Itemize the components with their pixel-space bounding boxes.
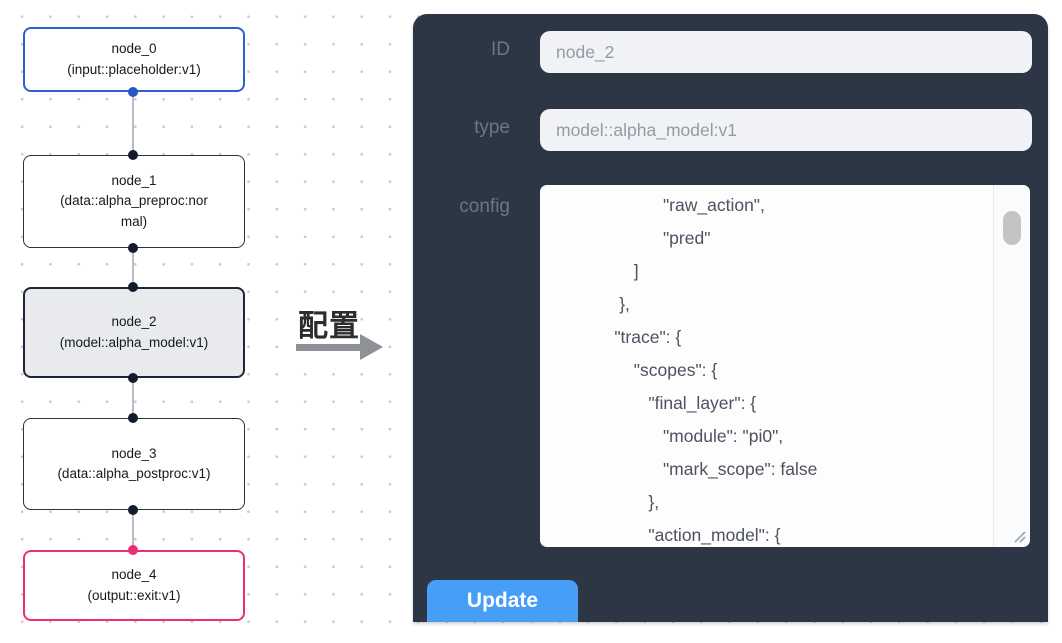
port-handle-node3-in[interactable] (128, 413, 138, 423)
node-label: node_1(data::alpha_preproc:normal) (60, 172, 208, 229)
arrow-right-icon (296, 344, 362, 351)
edge-node1-node2 (132, 248, 134, 288)
node-label: node_0(input::placeholder:v1) (67, 41, 201, 77)
type-input[interactable] (540, 109, 1032, 151)
port-handle-node1-out[interactable] (128, 243, 138, 253)
id-input[interactable] (540, 31, 1032, 73)
flow-node-node_1[interactable]: node_1(data::alpha_preproc:normal) (23, 155, 245, 248)
flow-node-node_4[interactable]: node_4(output::exit:v1) (23, 550, 245, 621)
flow-node-node_2-selected[interactable]: node_2(model::alpha_model:v1) (23, 287, 245, 378)
scrollbar-track[interactable] (993, 185, 1030, 547)
config-field-label: config (459, 196, 510, 217)
config-json-editor[interactable]: "raw_action", "pred" ] }, "trace": { "sc… (540, 185, 1030, 547)
edge-node3-node4 (132, 510, 134, 551)
edge-node0-node1 (132, 92, 134, 156)
port-handle-node2-in[interactable] (128, 282, 138, 292)
type-field-label: type (474, 117, 510, 138)
resize-handle-icon[interactable] (1012, 529, 1027, 544)
node-label: node_2(model::alpha_model:v1) (59, 314, 209, 350)
configure-annotation: 配置 (298, 310, 360, 343)
port-handle-node0-out[interactable] (128, 87, 138, 97)
node-config-panel: ID type config "raw_action", "pred" ] },… (413, 14, 1048, 622)
scrollbar-thumb[interactable] (1003, 211, 1021, 245)
port-handle-node1-in[interactable] (128, 150, 138, 160)
node-label: node_3(data::alpha_postproc:v1) (57, 445, 211, 482)
flow-node-node_3[interactable]: node_3(data::alpha_postproc:v1) (23, 418, 245, 510)
id-field-label: ID (491, 39, 510, 60)
flow-node-node_0[interactable]: node_0(input::placeholder:v1) (23, 27, 245, 92)
config-json-text[interactable]: "raw_action", "pred" ] }, "trace": { "sc… (614, 195, 818, 545)
port-handle-node3-out[interactable] (128, 505, 138, 515)
arrow-head-icon (360, 334, 383, 360)
update-button[interactable]: Update (427, 580, 578, 622)
port-handle-node4-in[interactable] (128, 545, 138, 555)
node-label: node_4(output::exit:v1) (87, 567, 181, 603)
port-handle-node2-out[interactable] (128, 373, 138, 383)
edge-node2-node3 (132, 378, 134, 419)
